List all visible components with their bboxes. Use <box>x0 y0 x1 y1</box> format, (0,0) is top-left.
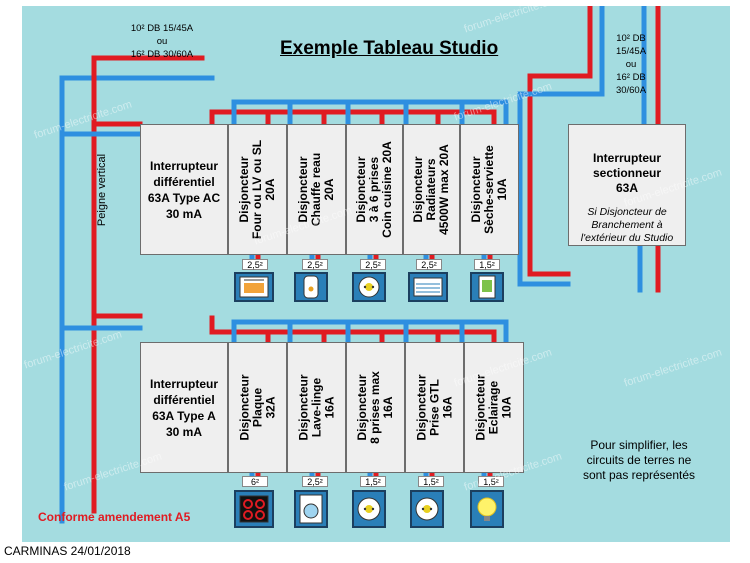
wire-size-label: 1,5² <box>418 476 444 487</box>
supply-note-left: 10² DB 15/45A ou 16² DB 30/60A <box>130 23 194 60</box>
wire-size-label: 1,5² <box>360 476 386 487</box>
wire-size-label: 2,5² <box>302 476 328 487</box>
wire-size-label: 6² <box>242 476 268 487</box>
oven-icon <box>234 272 274 302</box>
light-bulb-icon <box>470 490 504 528</box>
supply-note-right: 10² DB 15/45A ou 16² DB 30/60A <box>615 33 647 96</box>
distribution-board: Exemple Tableau Studio 10² DB 15/45A ou … <box>22 0 730 542</box>
wire-size-label: 1,5² <box>474 259 500 270</box>
differential-switch-a: Interrupteur différentiel 63A Type A 30 … <box>140 342 228 473</box>
sectionneur-switch: Interrupteur sectionneur 63A Si Disjonct… <box>568 124 686 246</box>
wire-size-label: 2,5² <box>360 259 386 270</box>
socket-icon <box>352 490 386 528</box>
socket-icon <box>410 490 444 528</box>
wire-size-label: 2,5² <box>242 259 268 270</box>
simplify-note: Pour simplifier, les circuits de terres … <box>582 438 696 482</box>
row2-phase-comb <box>209 315 497 335</box>
peigne-label: Peigne vertical <box>96 153 109 227</box>
wire-size-label: 2,5² <box>416 259 442 270</box>
page-title: Exemple Tableau Studio <box>280 38 499 59</box>
towel-dryer-icon <box>470 272 504 302</box>
differential-switch-ac: Interrupteur différentiel 63A Type AC 30… <box>140 124 228 255</box>
wire-size-label: 1,5² <box>478 476 504 487</box>
socket-icon <box>352 272 386 302</box>
radiator-icon <box>408 272 448 302</box>
wire-size-label: 2,5² <box>302 259 328 270</box>
water-heater-icon <box>294 272 328 302</box>
conformity-label: Conforme amendement A5 <box>38 510 191 524</box>
cooktop-icon <box>234 490 274 528</box>
washing-machine-icon <box>294 490 328 528</box>
author-caption: CARMINAS 24/01/2018 <box>4 544 131 558</box>
